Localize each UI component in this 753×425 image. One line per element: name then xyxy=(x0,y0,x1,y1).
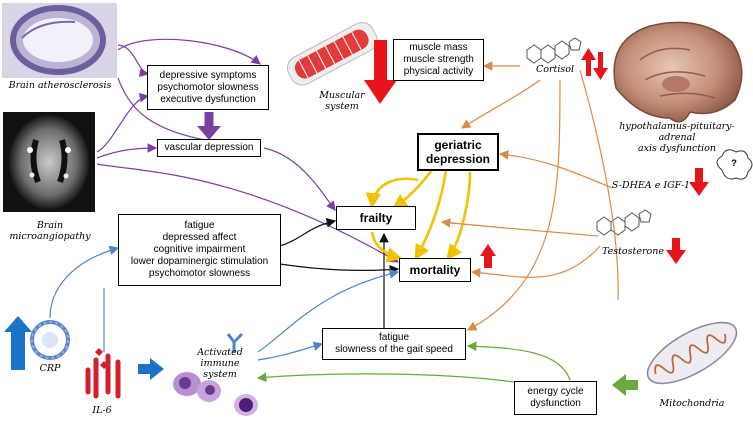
fatigue-line-1: fatigue xyxy=(184,220,215,231)
geriatric-line-1: geriatric xyxy=(434,138,482,152)
muscle-line-1: muscle mass xyxy=(409,42,468,53)
fatigue-cognitive-box: fatigue depressed affect cognitive impai… xyxy=(118,214,281,286)
mortality-text: mortality xyxy=(409,263,461,277)
question-cloud-icon xyxy=(716,149,753,180)
cortisol-label: Cortisol xyxy=(528,64,582,75)
immune-cells-image xyxy=(173,332,258,416)
muscle-line-2: muscle strength xyxy=(403,54,474,65)
muscular-line-2: system xyxy=(325,101,359,112)
cortisol-structure-image xyxy=(526,37,582,64)
cortisol-text: Cortisol xyxy=(535,64,575,75)
purple-arrow-head xyxy=(197,126,221,140)
green-connectors xyxy=(256,341,571,383)
muscle-image xyxy=(286,22,378,86)
crp-text: CRP xyxy=(39,363,61,374)
fatigue-gait-line-1: fatigue xyxy=(378,332,410,343)
sdhea-decrease-arrow xyxy=(689,168,709,196)
question-text: ? xyxy=(731,158,737,169)
crp-increase-arrow xyxy=(4,316,32,370)
orange-connectors xyxy=(440,61,619,331)
activated-immune-system-label: Activated immune system xyxy=(182,347,258,380)
muscle-box: muscle mass muscle strength physical act… xyxy=(393,39,484,81)
immune-line-1: Activated xyxy=(197,347,243,358)
muscular-line-1: Muscular xyxy=(319,90,365,101)
testosterone-structure-image xyxy=(596,209,652,236)
question-label: ? xyxy=(727,158,741,169)
geriatric-line-2: depression xyxy=(425,152,491,166)
brain-atherosclerosis-text: Brain atherosclerosis xyxy=(8,80,112,91)
immune-line-3: system xyxy=(203,369,237,380)
il6-molecule-image xyxy=(85,348,121,399)
mitochondria-text: Mitochondria xyxy=(659,398,725,409)
fatigue-line-5: psychomotor slowness xyxy=(148,268,251,279)
hpa-line-2: adrenal xyxy=(658,132,696,143)
brain-atherosclerosis-image xyxy=(2,3,117,78)
vascular-depression-box: vascular depression xyxy=(157,139,261,157)
fatigue-line-3: cognitive impairment xyxy=(153,244,246,255)
energy-line-2: dysfunction xyxy=(530,398,581,409)
yellow-connectors xyxy=(365,169,472,263)
mitochondria-image xyxy=(646,321,738,385)
mitochondria-label: Mitochondria xyxy=(654,398,730,409)
immune-line-2: immune xyxy=(200,358,240,369)
frailty-text: frailty xyxy=(359,211,393,225)
muscle-decrease-arrow xyxy=(364,40,397,104)
muscular-system-label: Muscular system xyxy=(312,90,372,112)
black-connectors xyxy=(279,217,400,328)
il6-to-immune-arrow xyxy=(138,358,164,380)
il6-label: IL-6 xyxy=(84,405,120,416)
testosterone-decrease-arrow xyxy=(666,238,686,264)
sdhea-igf1-label: S-DHEA e IGF-1 xyxy=(608,180,694,191)
brain-mri-image xyxy=(3,112,95,212)
hpa-line-1: hypothalamus-pituitary- xyxy=(619,121,735,132)
purple-connectors xyxy=(96,38,400,263)
blue-connectors xyxy=(49,245,400,361)
depressive-symptoms-box: depressive symptoms psychomotor slowness… xyxy=(147,65,269,110)
brain-micro-line-1: Brain xyxy=(36,220,64,231)
fatigue-gait-line-2: slowness of the gait speed xyxy=(335,344,453,355)
testosterone-text: Testosterone xyxy=(602,246,664,257)
mito-to-energy-arrow xyxy=(612,374,638,396)
depressive-line-2: psychomotor slowness xyxy=(157,81,259,93)
cortisol-updown-arrows xyxy=(581,48,608,80)
frailty-box: frailty xyxy=(336,206,416,230)
il6-text: IL-6 xyxy=(92,405,112,416)
brain-microangiopathy-label: Brain microangiopathy xyxy=(2,220,98,242)
sdhea-text: S-DHEA e IGF-1 xyxy=(611,180,691,191)
mortality-box: mortality xyxy=(399,258,471,282)
geriatric-depression-box: geriatric depression xyxy=(417,133,499,171)
fatigue-line-4: lower dopaminergic stimulation xyxy=(130,256,269,267)
testosterone-label: Testosterone xyxy=(596,246,670,257)
brain-atherosclerosis-label: Brain atherosclerosis xyxy=(0,80,120,91)
muscle-line-3: physical activity xyxy=(403,66,474,77)
mortality-increase-arrow xyxy=(480,244,496,268)
energy-cycle-box: energy cycle dysfunction xyxy=(514,381,597,415)
crp-label: CRP xyxy=(32,363,68,374)
brain-midsagittal-image xyxy=(613,21,743,123)
energy-line-1: energy cycle xyxy=(527,386,584,397)
hpa-line-3: axis dysfunction xyxy=(637,143,717,154)
hpa-axis-label: hypothalamus-pituitary- adrenal axis dys… xyxy=(604,121,750,154)
depressive-line-1: depressive symptoms xyxy=(159,69,257,81)
brain-micro-line-2: microangiopathy xyxy=(9,231,91,242)
vascular-depression-text: vascular depression xyxy=(164,142,254,153)
fatigue-line-2: depressed affect xyxy=(162,232,237,243)
crp-molecule-image xyxy=(30,320,70,360)
fatigue-gait-box: fatigue slowness of the gait speed xyxy=(322,328,466,360)
depressive-line-3: executive dysfunction xyxy=(160,93,256,105)
